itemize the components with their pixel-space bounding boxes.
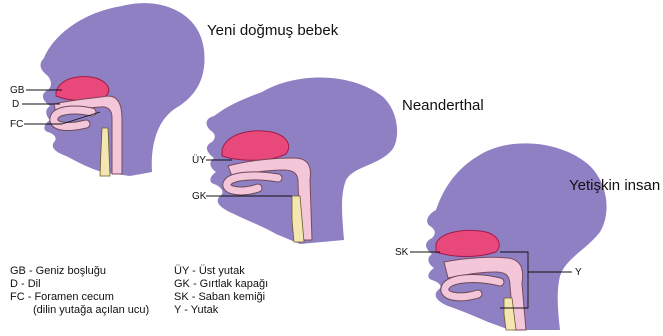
legend-gk: GK - Gırtlak kapağı: [174, 278, 268, 290]
legend-fc-note: (dilin yutağa açılan ucu): [33, 304, 149, 316]
legend-uy: ÜY - Üst yutak: [174, 265, 245, 277]
adult-title: Yetişkin insan: [569, 177, 660, 194]
label-d: D: [12, 99, 19, 110]
legend-fc: FC - Foramen cecum: [10, 291, 114, 303]
adult-nasal-cavity: [436, 231, 499, 257]
label-gb: GB: [10, 85, 25, 96]
newborn-spine: [100, 128, 110, 176]
label-gk: GK: [192, 191, 207, 202]
legend-y: Y - Yutak: [174, 304, 219, 316]
legend-sk: SK - Saban kemiği: [174, 291, 265, 303]
legend-d: D - Dil: [10, 278, 41, 290]
neanderthal-title: Neanderthal: [402, 97, 484, 114]
legend-gb: GB - Geniz boşluğu: [10, 265, 106, 277]
legend: GB - Geniz boşluğu D - Dil FC - Foramen …: [10, 265, 268, 316]
newborn-title: Yeni doğmuş bebek: [207, 22, 339, 39]
adult-figure: Yetişkin insan SK Y: [395, 143, 660, 330]
label-y: Y: [575, 267, 582, 278]
label-fc: FC: [10, 119, 23, 130]
label-sk: SK: [395, 247, 409, 258]
label-uy: ÜY: [192, 154, 206, 166]
